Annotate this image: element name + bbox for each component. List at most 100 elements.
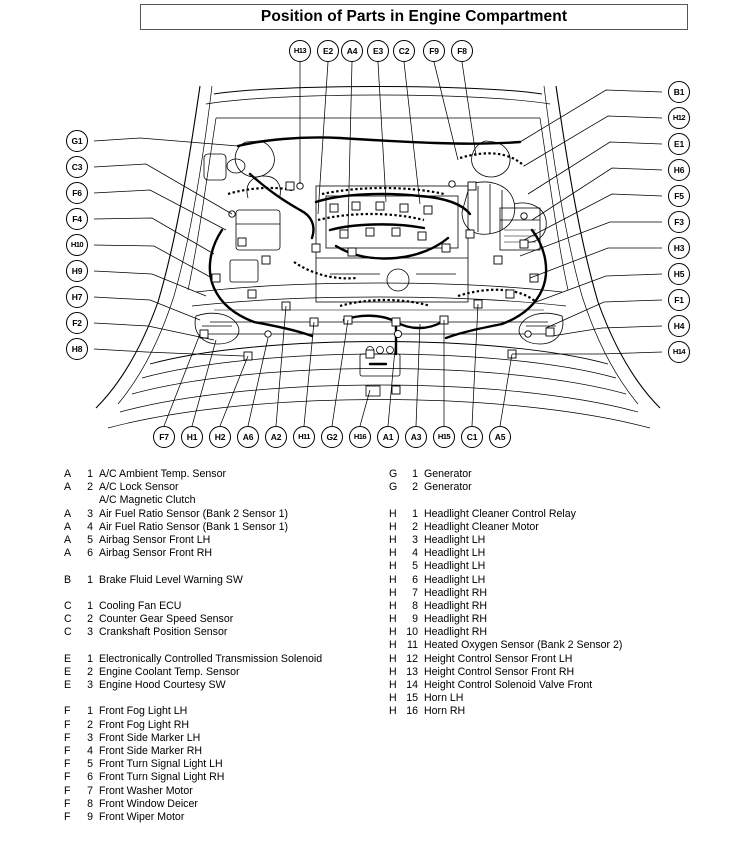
legend-description: Horn RH [424,705,466,718]
legend-number: 6 [87,771,93,784]
callout-e2[interactable]: E2 [317,40,339,62]
callout-h10[interactable]: H10 [66,234,88,256]
callout-h2[interactable]: H2 [209,426,231,448]
legend-description: Brake Fluid Level Warning SW [99,573,243,586]
callout-h7[interactable]: H7 [66,286,88,308]
callout-h14[interactable]: H14 [668,341,690,363]
legend-letter: F [64,771,71,784]
callout-h15[interactable]: H15 [433,426,455,448]
legend-letter: F [64,705,71,718]
callout-a4[interactable]: A4 [341,40,363,62]
legend-description: Crankshaft Position Sensor [99,626,228,639]
legend-number: 4 [412,547,418,560]
legend-letter: H [389,573,397,586]
legend-spacer [64,587,394,600]
callout-f9[interactable]: F9 [423,40,445,62]
legend-number: 2 [412,481,418,494]
legend-description: Height Control Sensor Front LH [424,652,573,665]
legend-letter: H [389,547,397,560]
callout-a5[interactable]: A5 [489,426,511,448]
legend-number: 1 [412,507,418,520]
legend-number: 10 [406,626,418,639]
page-title-bar: Position of Parts in Engine Compartment [140,4,688,30]
callout-b1[interactable]: B1 [668,81,690,103]
callout-c1[interactable]: C1 [461,426,483,448]
callout-f8[interactable]: F8 [451,40,473,62]
legend-number: 7 [412,586,418,599]
callout-f1[interactable]: F1 [668,289,690,311]
legend-row: H 13 Height Control Sensor Front RH [389,666,729,679]
callout-e1[interactable]: E1 [668,133,690,155]
legend-description: Headlight Cleaner Control Relay [424,507,576,520]
legend-number: 1 [87,599,93,612]
legend-letter: F [64,731,71,744]
legend-letter: F [64,758,71,771]
legend-number: 2 [412,520,418,533]
callout-h11[interactable]: H11 [293,426,315,448]
engine-compartment-artwork [93,61,663,429]
callout-h16[interactable]: H16 [349,426,371,448]
callout-e3[interactable]: E3 [367,40,389,62]
callout-h9[interactable]: H9 [66,260,88,282]
callout-h5[interactable]: H5 [668,263,690,285]
legend-spacer [64,692,394,705]
callout-f6[interactable]: F6 [66,182,88,204]
legend-description: Headlight RH [424,626,488,639]
legend-description: Front Fog Light LH [99,705,188,718]
callout-f4[interactable]: F4 [66,208,88,230]
legend-letter: A [64,520,72,533]
legend-description: Height Control Sensor Front RH [424,665,575,678]
callout-h8[interactable]: H8 [66,338,88,360]
legend-number: 9 [412,613,418,626]
callout-f3[interactable]: F3 [668,211,690,233]
callout-a1[interactable]: A1 [377,426,399,448]
callout-c2[interactable]: C2 [393,40,415,62]
legend-description: A/C Ambient Temp. Sensor [99,468,226,480]
legend-description: Headlight LH [424,560,486,573]
callout-g2[interactable]: G2 [321,426,343,448]
legend-letter: F [64,784,71,797]
legend-number: 2 [87,718,93,731]
callout-h6[interactable]: H6 [668,159,690,181]
callout-h13[interactable]: H13 [289,40,311,62]
legend-description: Headlight RH [424,613,488,626]
legend-number: 3 [87,507,93,520]
callout-h1[interactable]: H1 [181,426,203,448]
legend-letter: E [64,665,72,678]
callout-f7[interactable]: F7 [153,426,175,448]
callout-f2[interactable]: F2 [66,312,88,334]
callout-a3[interactable]: A3 [405,426,427,448]
callout-c3[interactable]: C3 [66,156,88,178]
legend-letter: A [64,547,72,560]
legend-number: 13 [406,665,418,678]
callout-a6[interactable]: A6 [237,426,259,448]
legend-description: A/C Lock Sensor [99,481,179,494]
callout-a2[interactable]: A2 [265,426,287,448]
callout-h12[interactable]: H12 [668,107,690,129]
callout-h3[interactable]: H3 [668,237,690,259]
callout-h4[interactable]: H4 [668,315,690,337]
legend-description: Airbag Sensor Front LH [99,533,211,546]
legend-number: 12 [406,652,418,665]
callout-g1[interactable]: G1 [66,130,88,152]
legend-number: 3 [412,533,418,546]
legend-letter: H [389,626,397,639]
legend-letter: H [389,665,397,678]
legend-letter: H [389,692,397,705]
legend-number: 1 [87,468,93,480]
callout-f5[interactable]: F5 [668,185,690,207]
